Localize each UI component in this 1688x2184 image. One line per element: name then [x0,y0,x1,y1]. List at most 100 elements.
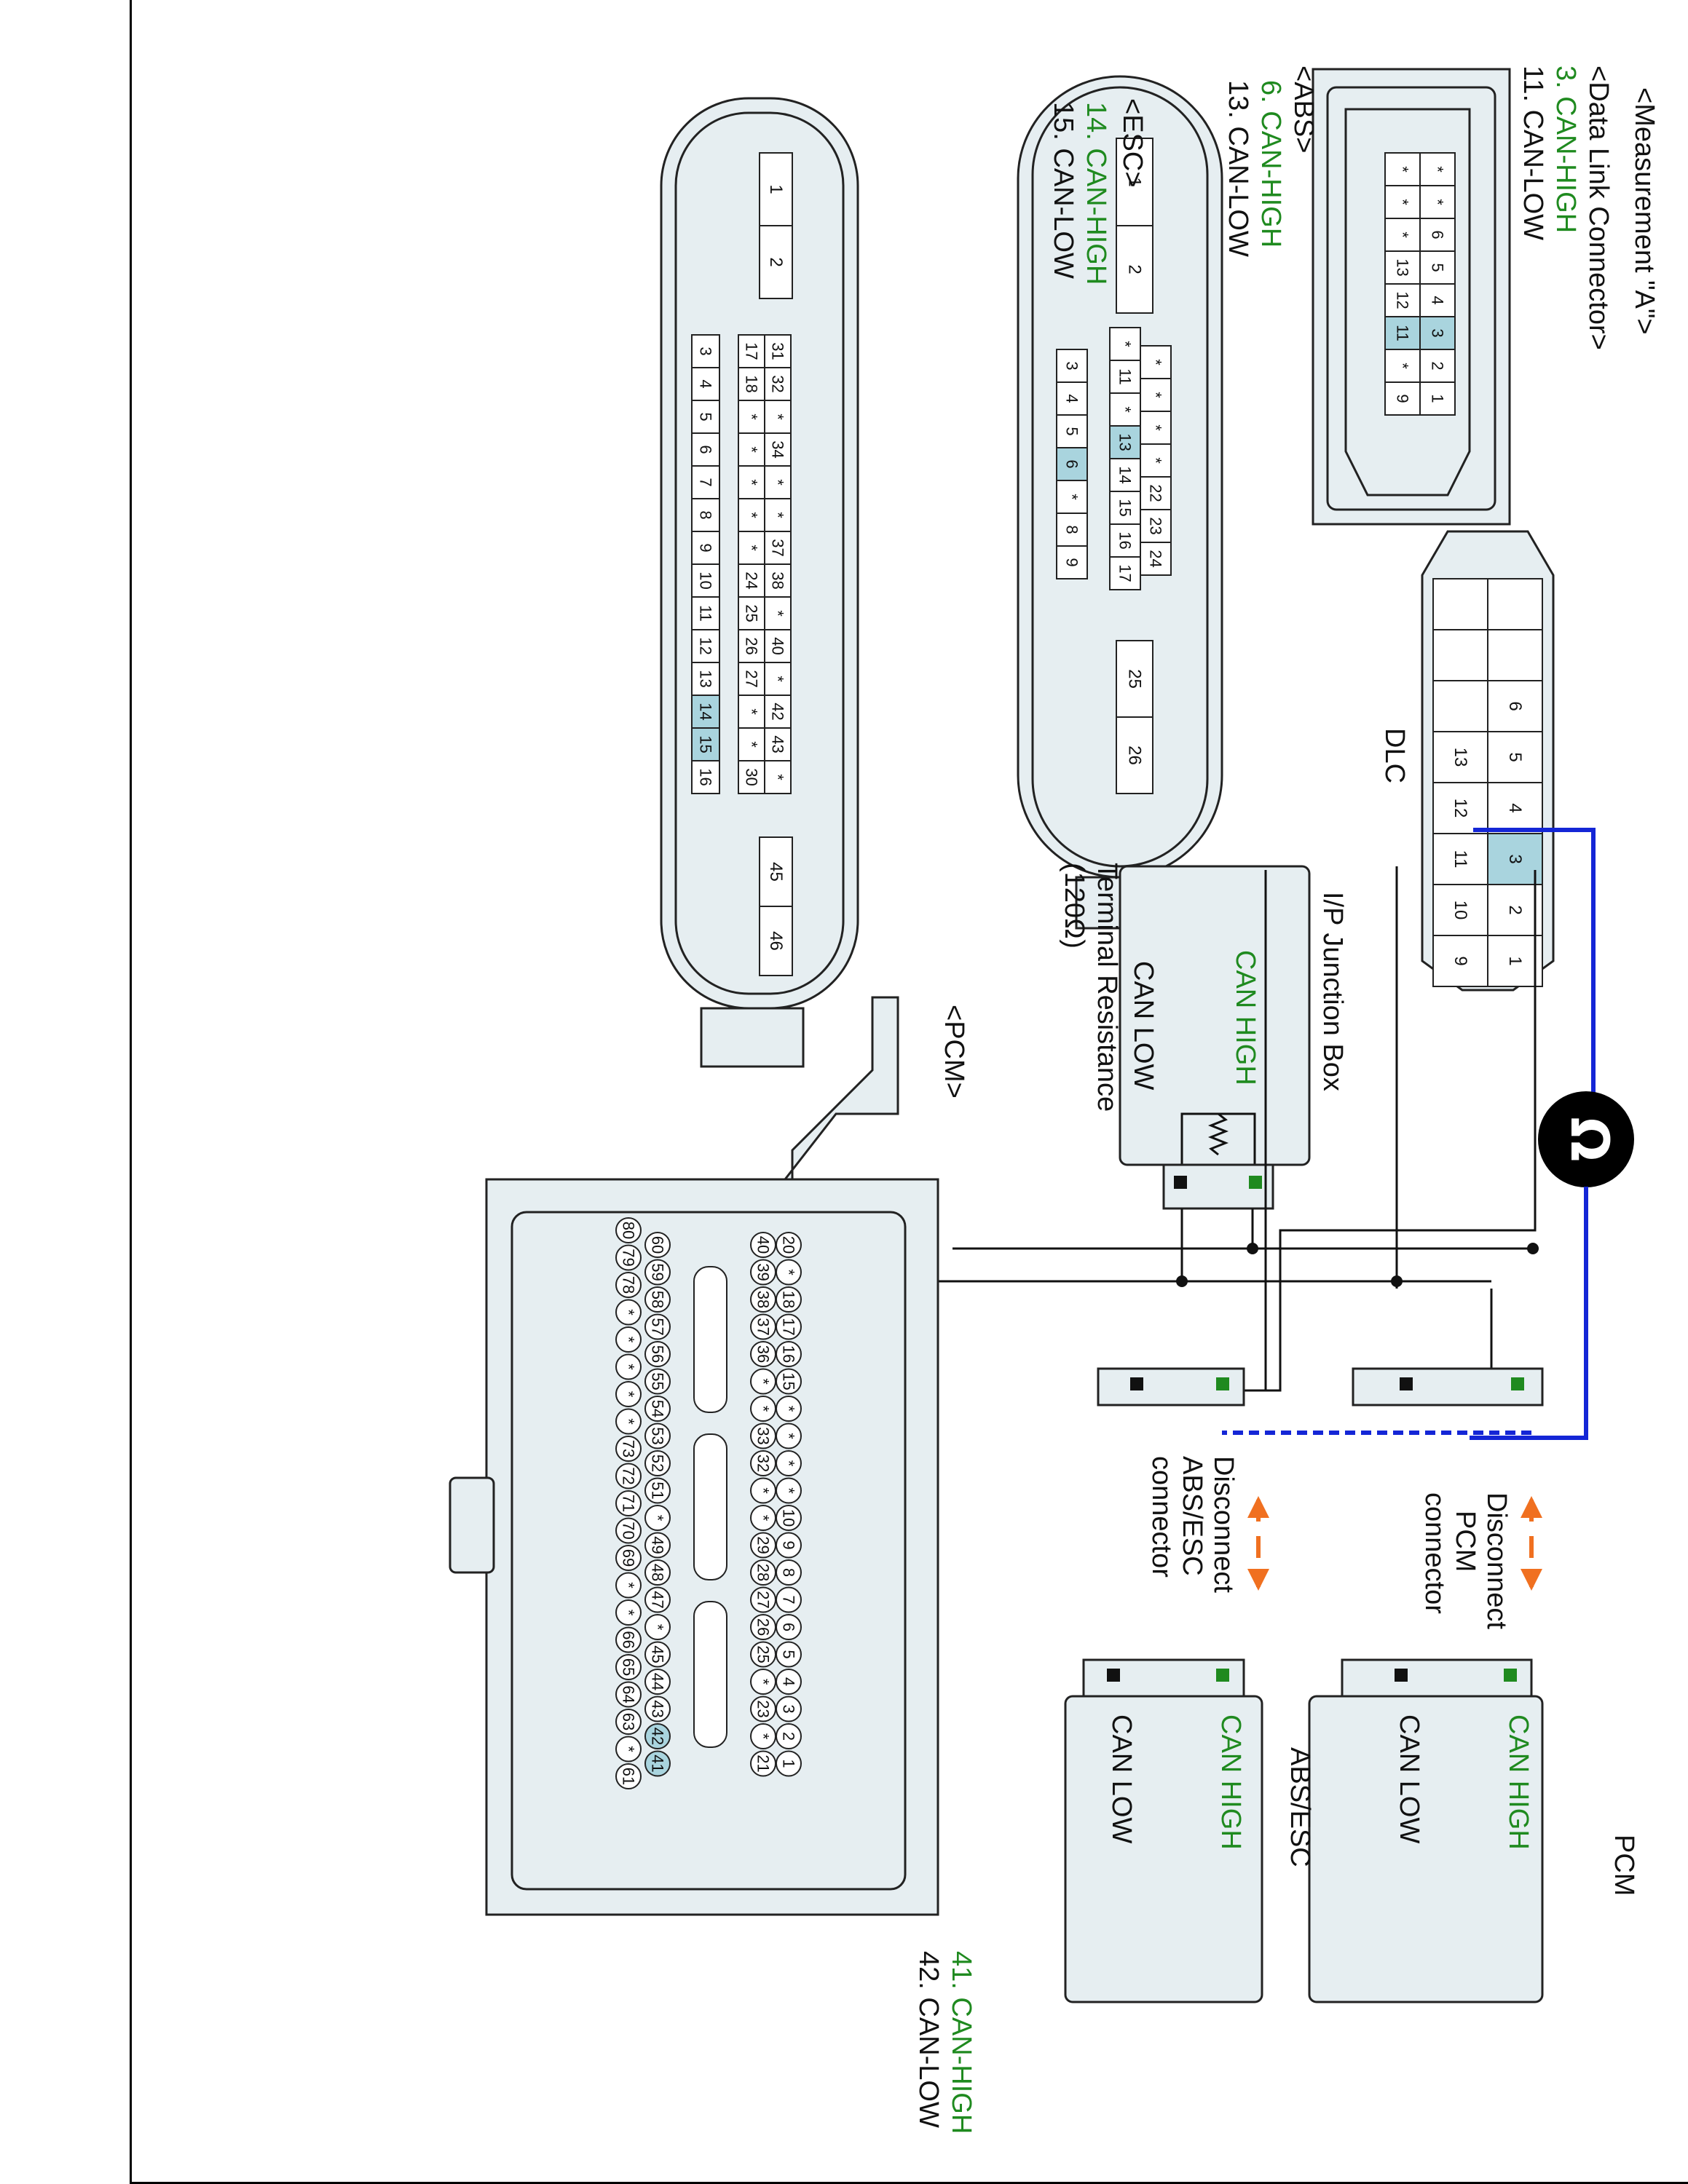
pcm-pin: 69 [620,1549,638,1567]
page-border [130,0,1688,2184]
pcm-pin: 42 [649,1728,667,1745]
probe-wire-common [1470,1187,1588,1440]
pcm-pin: 71 [620,1495,638,1512]
abs-pin: 15 [1116,499,1135,516]
abs-pin: 3 [1063,361,1081,370]
pcm-pin: 78 [620,1276,638,1294]
pcm-high-terminal [1511,1377,1524,1390]
pcm-pin: 7 [780,1595,798,1604]
pcm-pin-circle [644,1396,671,1422]
abs-pin-cell [1116,225,1153,314]
esc-pin: * [769,512,787,518]
pcm-key-slot [693,1266,727,1413]
abs-pin: 22 [1147,484,1165,502]
pcm-pin: * [649,1515,667,1522]
esc-pin: 7 [697,478,715,486]
pcm-pin: * [754,1406,773,1412]
pcm-box-can-low: CAN LOW [1394,1714,1424,1843]
dlc-diagram-pin: 11 [1451,850,1470,869]
pcm-pin: * [780,1460,798,1467]
dlc-diagram-pin-cell [1432,680,1488,732]
abs-box-low-terminal [1107,1669,1120,1682]
pcm-pin: 27 [754,1591,773,1608]
esc-pin: * [769,774,787,780]
pcm-pin-circle [750,1723,776,1749]
pcm-pin: * [754,1487,773,1494]
esc-pin: * [743,545,761,551]
dlc-diagram-pin: 12 [1451,799,1470,818]
pcm-pin: 8 [780,1568,798,1577]
disconnect-abs-line1: Disconnect [1208,1456,1239,1593]
pcm-pin-circle [644,1450,671,1476]
esc-pin: 17 [743,342,761,360]
esc-pin: 45 [766,862,786,882]
pcm-pin: 10 [780,1509,798,1527]
esc-pin: * [743,741,761,748]
dlc-connector-pin-cell [1384,381,1421,416]
pcm-pin: 18 [780,1291,798,1308]
esc-pin: * [743,479,761,486]
pcm-pin: 57 [649,1318,667,1335]
abs-pin: 9 [1063,558,1081,566]
disconnect-abs-arrow [1247,1496,1269,1591]
abs-pin: 6 [1063,459,1081,468]
pcm-pin: 5 [780,1650,798,1658]
pcm-pin-circle [615,1217,642,1243]
dlc-connector-pin: 1 [1429,394,1447,403]
esc-pin: * [743,512,761,518]
pcm-pin: * [649,1624,667,1631]
dlc-connector-pin: * [1394,166,1412,173]
esc-pin: 30 [743,768,761,786]
esc-pin: 8 [697,510,715,519]
esc-connector-pin-high: 14. CAN-HIGH [1081,102,1111,285]
dlc-connector-pin-high: 3. CAN-HIGH [1550,66,1581,233]
pcm-connector-pin-high: 41. CAN-HIGH [946,1951,977,2134]
disconnect-pcm-arrow [1521,1496,1542,1591]
pcm-pin: 20 [780,1236,798,1254]
pcm-pin-circle [615,1490,642,1516]
esc-pin-cell [759,225,793,299]
dlc-diagram-pin: 2 [1505,905,1525,914]
pcm-pin-circle [615,1763,642,1789]
pcm-pin-circle [615,1545,642,1571]
dlc-diagram-pin: 10 [1451,901,1470,920]
abs-connector-pin-low: 13. CAN-LOW [1223,80,1253,257]
pcm-box-can-high: CAN HIGH [1503,1714,1534,1850]
esc-pin: 1 [766,184,786,194]
pcm-pin: 70 [620,1522,638,1539]
esc-pin: * [769,414,787,420]
esc-pin-cell [738,760,765,794]
junction-high-terminal [1249,1176,1262,1189]
dlc-connector-pin: 2 [1429,361,1447,370]
pcm-pin: 45 [649,1645,667,1663]
pcm-connector-pin-low: 42. CAN-LOW [913,1951,944,2128]
dlc-diagram-pin: 4 [1505,803,1525,812]
abs-pin: 8 [1063,525,1081,534]
esc-pin: 26 [743,637,761,654]
abs-box-can-low: CAN LOW [1106,1714,1137,1843]
pcm-pin: 15 [780,1372,798,1390]
esc-pin: 12 [697,637,715,654]
esc-pin: 4 [697,379,715,388]
pcm-pin-circle [615,1626,642,1653]
pcm-pin: * [620,1418,638,1425]
esc-pin: 5 [697,412,715,421]
esc-pin: 9 [697,543,715,552]
abs-pin: * [1147,359,1165,365]
pcm-pin-circle [644,1559,671,1586]
abs-pin: 11 [1116,368,1135,385]
abs-pin: 16 [1116,531,1135,549]
abs-pin-cell [1056,545,1088,579]
probe-wire-dlc [1473,828,1596,1136]
pcm-box-high-terminal [1504,1669,1517,1682]
pcm-key-slot [693,1433,727,1580]
abs-pin: 17 [1116,564,1135,582]
esc-pin: * [743,414,761,420]
dlc-diagram-pin: 9 [1451,956,1470,965]
dlc-connector-pin: 12 [1394,291,1412,309]
dlc-diagram-pin-cell [1432,935,1488,987]
pcm-pin: 1 [780,1759,798,1768]
dlc-connector-pin: 4 [1429,296,1447,304]
